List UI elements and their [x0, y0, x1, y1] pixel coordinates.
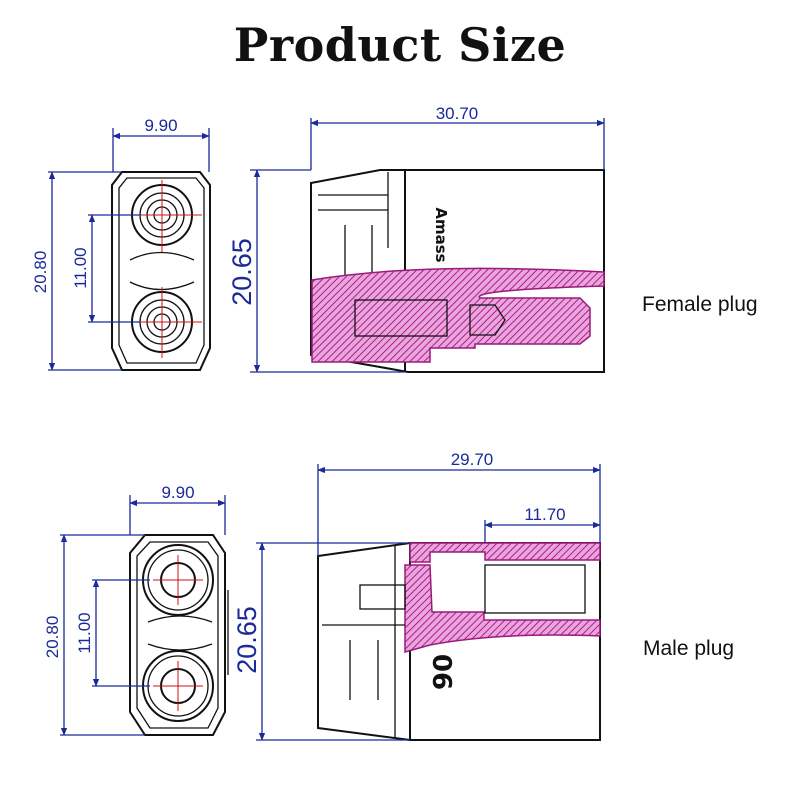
- female-front-view: 9.90 20.80 11.00: [31, 116, 211, 371]
- page-title: Product Size: [233, 18, 567, 72]
- male-side-view: 06 29.70 11.70 20.65: [232, 450, 601, 741]
- female-side-height: 20.65: [227, 238, 257, 306]
- male-side-length: 29.70: [451, 450, 494, 469]
- male-side-height: 20.65: [232, 606, 262, 674]
- male-side-insert: 11.70: [524, 505, 565, 524]
- male-front-view: 9.90 20.80 11.00: [43, 483, 229, 736]
- female-side-view: Amass 30.70 20.65: [227, 104, 605, 373]
- female-front-height: 20.80: [31, 251, 50, 294]
- female-side-length: 30.70: [436, 104, 479, 123]
- female-pin-spacing: 11.00: [71, 247, 90, 288]
- male-plug-label: Male plug: [643, 637, 735, 660]
- male-body-mark: 06: [426, 654, 456, 690]
- female-plug-label: Female plug: [642, 293, 758, 316]
- male-front-height: 20.80: [43, 616, 62, 659]
- male-front-width: 9.90: [161, 483, 194, 502]
- female-body-mark: Amass: [432, 207, 450, 262]
- male-pin-spacing: 11.00: [75, 612, 94, 653]
- female-front-width: 9.90: [144, 116, 177, 135]
